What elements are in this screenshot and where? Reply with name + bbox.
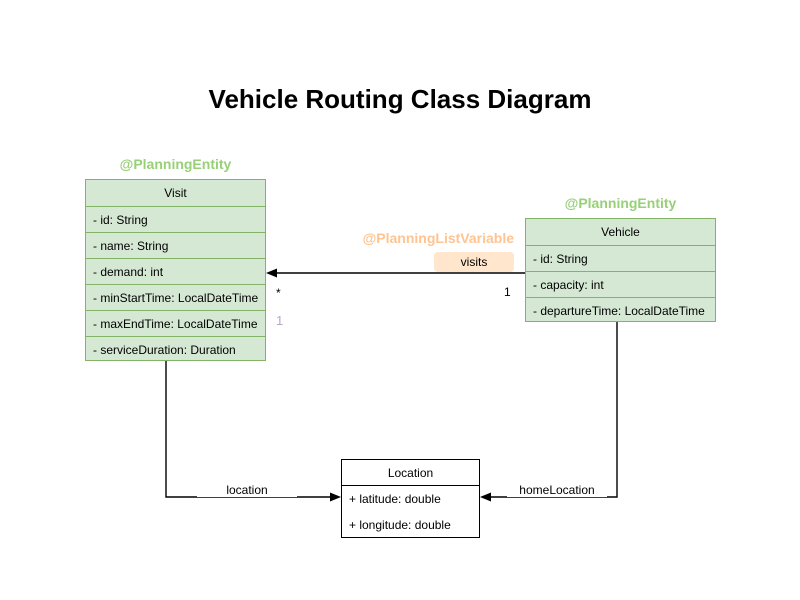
homelocation-association-line — [491, 322, 618, 498]
location-attribute-row: + latitude: double — [349, 492, 441, 506]
vehicle-attribute-row: - id: String — [526, 245, 715, 271]
planning-list-variable-annotation: @PlanningListVariable — [362, 230, 514, 246]
vehicle-class-title: Vehicle — [601, 225, 640, 239]
visit-planning-entity-annotation: @PlanningEntity — [119, 156, 232, 172]
location-association-line — [165, 361, 330, 498]
visit-class-title: Visit — [164, 186, 187, 200]
visit-class-box: Visit - id: String - name: String - dema… — [85, 179, 266, 361]
vehicle-attribute-row: - departureTime: LocalDateTime — [526, 297, 715, 323]
visit-attribute-row: - name: String — [86, 232, 265, 258]
homelocation-arrowhead-icon — [480, 492, 491, 502]
secondary-multiplicity-label: 1 — [276, 313, 284, 328]
location-class-title: Location — [342, 460, 479, 486]
vehicle-planning-entity-annotation: @PlanningEntity — [564, 195, 677, 211]
vehicle-class-box: Vehicle - id: String - capacity: int - d… — [525, 218, 716, 322]
visits-arrowhead-icon — [266, 268, 277, 278]
visits-multiplicity-one: 1 — [504, 285, 511, 299]
visits-edge-label: visits — [434, 252, 514, 272]
visit-attribute-row: - serviceDuration: Duration — [86, 336, 265, 362]
diagram-title: Vehicle Routing Class Diagram — [208, 84, 592, 114]
visit-attribute-row: - minStartTime: LocalDateTime — [86, 284, 265, 310]
location-attribute-row: + longitude: double — [349, 518, 451, 532]
visit-attribute-row: - maxEndTime: LocalDateTime — [86, 310, 265, 336]
visit-attribute-row: - demand: int — [86, 258, 265, 284]
visits-multiplicity-many: * — [276, 286, 281, 300]
location-arrowhead-icon — [330, 492, 341, 502]
vehicle-attribute-row: - capacity: int — [526, 271, 715, 297]
location-edge-label: location — [197, 483, 297, 497]
visit-attribute-row: - id: String — [86, 206, 265, 232]
location-class-box: Location + latitude: double + longitude:… — [341, 459, 480, 538]
homelocation-edge-label: homeLocation — [507, 483, 607, 497]
